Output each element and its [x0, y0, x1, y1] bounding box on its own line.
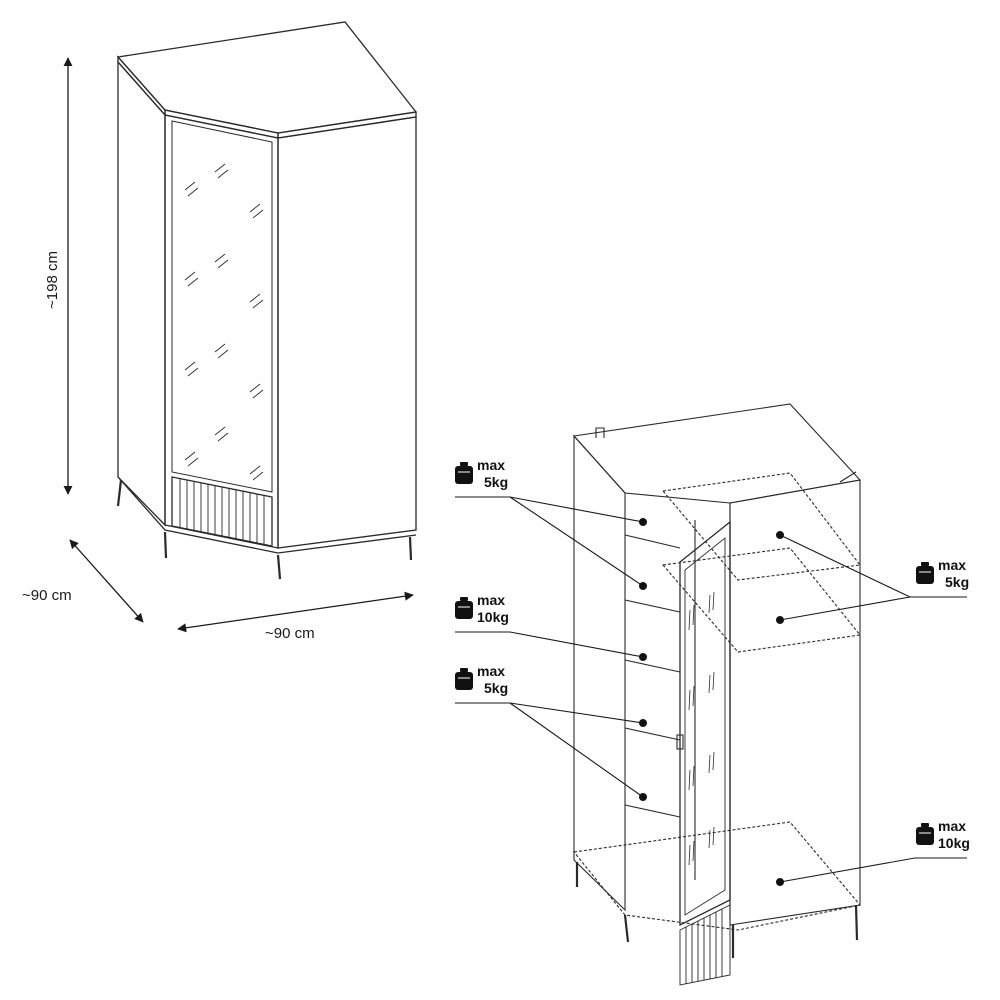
weight-icon [454, 667, 474, 691]
load-label-value: 5kg [484, 474, 508, 490]
load-label-right-bottom: max 10kg [915, 818, 970, 851]
width-dimension-arrow [177, 591, 414, 633]
load-label-value: 5kg [945, 574, 969, 590]
depth-dimension-arrow [69, 539, 144, 623]
load-label-right-top: max 5kg [915, 557, 969, 590]
height-label: ~198 cm [44, 251, 61, 309]
load-label-text: max [477, 663, 505, 679]
load-label-value: 10kg [477, 609, 509, 625]
weight-icon [454, 461, 474, 485]
load-label-value: 10kg [938, 835, 970, 851]
load-label-left-top: max 5kg [454, 457, 508, 490]
width-label: ~90 cm [265, 625, 315, 642]
load-label-text: max [938, 818, 966, 834]
closed-wardrobe [116, 21, 418, 580]
load-label-text: max [477, 592, 505, 608]
depth-label: ~90 cm [22, 587, 72, 604]
load-label-left-middle: max 10kg [454, 592, 509, 625]
load-label-text: max [938, 557, 966, 573]
load-label-value: 5kg [484, 680, 508, 696]
load-label-left-bottom: max 5kg [454, 663, 508, 696]
weight-icon [454, 596, 474, 620]
open-wardrobe [572, 403, 862, 986]
weight-icon [915, 822, 935, 846]
load-label-text: max [477, 457, 505, 473]
load-pointers [455, 496, 967, 887]
weight-icon [915, 561, 935, 585]
